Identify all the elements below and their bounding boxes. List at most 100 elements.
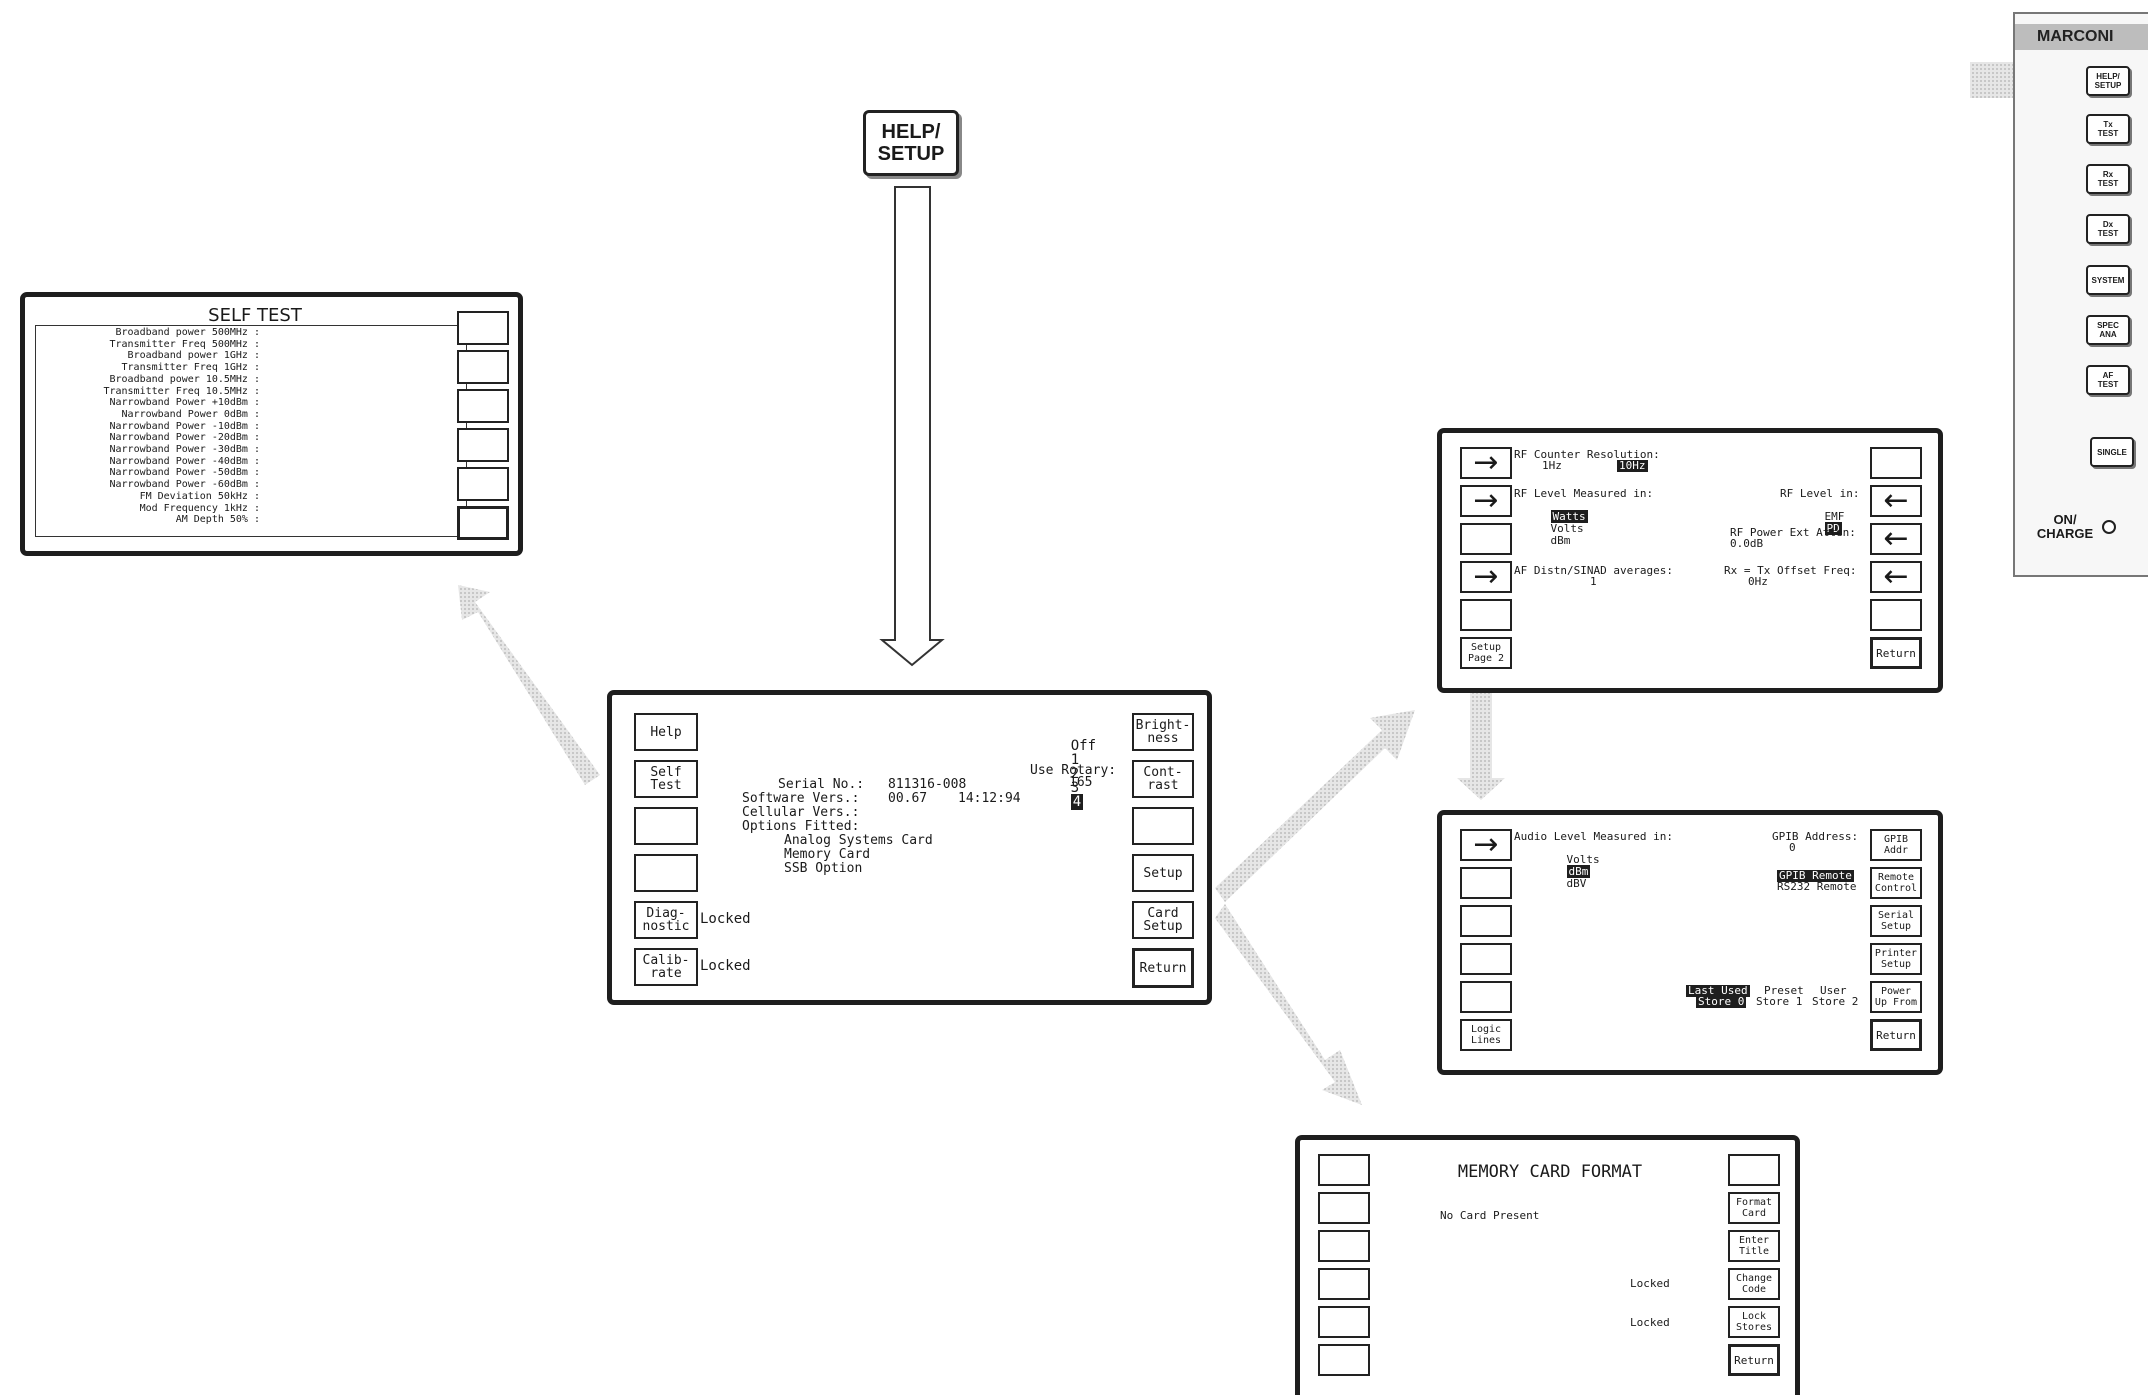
enter-title-key[interactable]: Enter Title [1728,1230,1780,1262]
panel-system-label: SYSTEM [2091,275,2125,285]
mem-left-key-5[interactable] [1318,1306,1370,1338]
self-test-softkey-1[interactable] [457,311,509,345]
page2-left-key-4[interactable] [1460,943,1512,975]
panel-single-key[interactable]: SINGLE [2090,437,2134,467]
mem-left-key-4[interactable] [1318,1268,1370,1300]
panel-spec-ana-key[interactable]: SPEC ANA [2086,315,2130,345]
panel-af-test-label: AF TEST [2097,371,2119,389]
mem-right-key-1[interactable] [1728,1154,1780,1186]
page2-left-key-3[interactable] [1460,905,1512,937]
panel-help-setup-label: HELP/ SETUP [2094,72,2122,90]
rf-level-in-arrow-key[interactable]: ← [1870,485,1922,517]
page1-right-key-5[interactable] [1870,599,1922,631]
diagnostic-softkey[interactable]: Diag- nostic [634,901,698,939]
contrast-softkey[interactable]: Cont- rast [1132,760,1194,798]
rf-power-ext-arrow-key[interactable]: ← [1870,523,1922,555]
rf-level-dbm: dBm [1550,534,1571,547]
rf-counter-label: RF Counter Resolution: [1514,448,1660,461]
panel-rx-test-label: Rx TEST [2097,170,2119,188]
panel-help-setup-key[interactable]: HELP/ SETUP [2086,66,2130,96]
arrow-right-icon: → [1473,559,1499,594]
rs232-remote-opt: RS232 Remote [1777,880,1857,893]
page2-return-label: Return [1876,1028,1916,1042]
setup-page2-key[interactable]: Setup Page 2 [1460,637,1512,669]
audio-volts: Volts [1566,853,1600,866]
panel-rx-test-key[interactable]: Rx TEST [2086,164,2130,194]
rf-power-ext-label: RF Power Ext Atten: [1730,526,1856,539]
help-setup-key-label: HELP/ SETUP [877,121,945,165]
change-code-key[interactable]: Change Code [1728,1268,1780,1300]
serial-setup-key-label: Serial Setup [1877,910,1915,932]
page2-left-key-2[interactable] [1460,867,1512,899]
format-card-key[interactable]: Format Card [1728,1192,1780,1224]
af-distn-arrow-key[interactable]: → [1460,561,1512,593]
panel-dx-test-key[interactable]: Dx TEST [2086,214,2130,244]
help-down-arrow [879,186,945,667]
panel-af-test-key[interactable]: AF TEST [2086,365,2130,395]
self-test-softkey-3[interactable] [457,389,509,423]
self-test-line: Transmitter Freq 500MHz : [109,338,260,350]
setup-softkey[interactable]: Setup [1132,854,1194,892]
rx-tx-value: 0Hz [1748,575,1768,588]
diag-locked-label: Locked [700,911,751,927]
logic-lines-key[interactable]: Logic Lines [1460,1019,1512,1051]
rf-level-volts: Volts [1550,522,1584,535]
left-softkey-3[interactable] [634,807,698,845]
panel-dx-test-label: Dx TEST [2097,220,2119,238]
right-softkey-3[interactable] [1132,807,1194,845]
brightness-3: 3 [1070,780,1080,796]
help-softkey[interactable]: Help [634,713,698,751]
page2-return-key[interactable]: Return [1870,1019,1922,1051]
software-time: 14:12:94 [958,791,1021,806]
mem-left-key-3[interactable] [1318,1230,1370,1262]
software-value: 00.67 [888,791,928,806]
remote-control-key[interactable]: Remote Control [1870,867,1922,899]
card-setup-softkey[interactable]: Card Setup [1132,901,1194,939]
mem-left-key-6[interactable] [1318,1344,1370,1376]
page2-left-key-5[interactable] [1460,981,1512,1013]
serial-setup-key[interactable]: Serial Setup [1870,905,1922,937]
brightness-2: 2 [1070,766,1080,782]
calibrate-softkey[interactable]: Calib- rate [634,948,698,986]
gpib-addr-key[interactable]: GPIB Addr [1870,829,1922,861]
power-up-from-key-label: Power Up From [1874,986,1918,1008]
mem-left-key-1[interactable] [1318,1154,1370,1186]
rx-tx-offset-arrow-key[interactable]: ← [1870,561,1922,593]
help-setup-key[interactable]: HELP/ SETUP [863,110,959,176]
self-test-softkey[interactable]: Self Test [634,760,698,798]
page1-return-key[interactable]: Return [1870,637,1922,669]
power-up-from-key[interactable]: Power Up From [1870,981,1922,1013]
rf-counter-arrow-key[interactable]: → [1460,447,1512,479]
rf-level-watts: Watts [1550,510,1588,523]
self-test-softkey-2[interactable] [457,350,509,384]
printer-setup-key[interactable]: Printer Setup [1870,943,1922,975]
lock-stores-key[interactable]: Lock Stores [1728,1306,1780,1338]
panel-tx-test-key[interactable]: Tx TEST [2086,114,2130,144]
rf-level-arrow-key[interactable]: → [1460,485,1512,517]
mem-left-key-2[interactable] [1318,1192,1370,1224]
self-test-lines: Broadband power 500MHz :Transmitter Freq… [35,327,260,526]
page1-left-key-5[interactable] [1460,599,1512,631]
rf-level-in-opts: EMF PD [1798,499,1844,547]
page1-right-key-1[interactable] [1870,447,1922,479]
self-test-softkey-6[interactable] [457,506,509,540]
memory-return-key[interactable]: Return [1728,1344,1780,1376]
panel-system-key[interactable]: SYSTEM [2086,265,2130,295]
audio-level-arrow-key[interactable]: → [1460,829,1512,861]
return-softkey[interactable]: Return [1132,948,1194,988]
left-softkey-4[interactable] [634,854,698,892]
page1-left-key-3[interactable] [1460,523,1512,555]
self-test-softkey-4[interactable] [457,428,509,462]
brightness-options: Off 1 2 3 4 [1037,725,1096,823]
audio-opts: Volts dBm dBV [1540,842,1600,902]
self-test-line: Broadband power 10.5MHz : [109,373,260,385]
self-test-line: Narrowband Power -40dBm : [109,455,260,467]
memory-card-screen: MEMORY CARD FORMAT No Card Present Locke… [1295,1135,1800,1395]
self-test-line: Transmitter Freq 1GHz : [121,362,260,374]
rf-level-measured-label: RF Level Measured in: [1514,487,1654,500]
rf-counter-opt1: 1Hz [1542,459,1562,472]
gpib-label: GPIB Address: [1772,830,1859,843]
brightness-softkey[interactable]: Bright- ness [1132,713,1194,751]
brightness-softkey-label: Bright- ness [1135,718,1191,746]
self-test-softkey-5[interactable] [457,467,509,501]
